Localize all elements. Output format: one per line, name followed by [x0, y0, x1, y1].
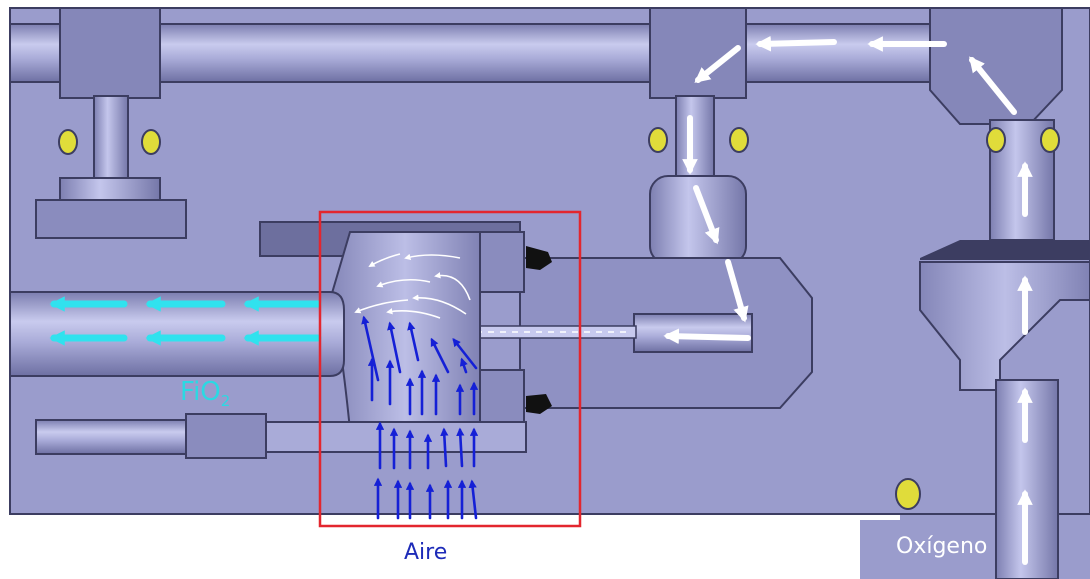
- oxygen-flow-arrows: [663, 35, 1033, 565]
- air-flow-arrows: [361, 315, 479, 520]
- oxygen-label: Oxígeno: [896, 534, 988, 559]
- air-label: Aire: [404, 540, 448, 565]
- venturi-highlight-box: [318, 210, 582, 528]
- seal-ring: [58, 129, 78, 155]
- seals: [58, 127, 1060, 510]
- fio2-outflow-arrows: [49, 296, 322, 346]
- seal-black: [526, 246, 552, 270]
- mixing-chamber: [259, 221, 525, 431]
- fio2-label: FiO2: [180, 377, 230, 410]
- seal-ring: [141, 129, 161, 155]
- fio2-label-main: FiO: [180, 377, 221, 407]
- seal-black: [526, 394, 552, 414]
- entrained-flow-arrows: [354, 253, 471, 319]
- outlet-channel: [9, 291, 527, 459]
- seal-ring: [986, 127, 1006, 153]
- fio2-label-subscript: 2: [220, 392, 231, 411]
- left-pillar: [35, 7, 187, 239]
- seal-ring: [895, 478, 921, 510]
- seal-ring: [1040, 127, 1060, 153]
- seal-ring: [729, 127, 749, 153]
- seal-ring: [648, 127, 668, 153]
